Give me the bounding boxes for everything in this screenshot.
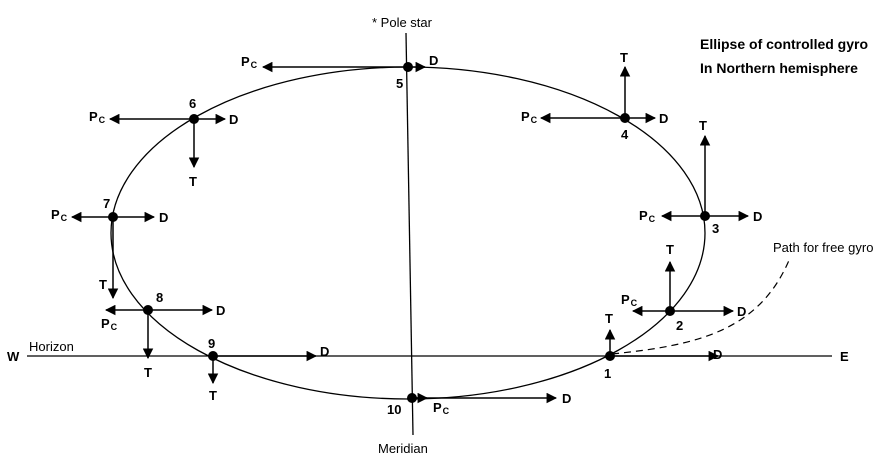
- point-9: 9 T D: [207, 336, 329, 403]
- point-5-d-label: D: [429, 53, 438, 68]
- point-5-number: 5: [396, 76, 403, 91]
- point-3-d-label: D: [753, 209, 762, 224]
- point-5-dot: [403, 62, 413, 72]
- free-gyro-path: [611, 257, 791, 355]
- point-9-dot: [208, 351, 218, 361]
- point-5-pc-label: PC: [241, 54, 258, 70]
- point-8-dot: [143, 305, 153, 315]
- point-6-pc-label: PC: [89, 109, 106, 125]
- point-3-number: 3: [712, 221, 719, 236]
- point-1-number: 1: [604, 366, 611, 381]
- point-2: 2 T D PC: [621, 242, 746, 333]
- point-10-number: 10: [387, 402, 401, 417]
- point-8-number: 8: [156, 290, 163, 305]
- point-2-dot: [665, 306, 675, 316]
- point-4-pc-label: PC: [521, 109, 538, 125]
- pole-star-label: * Pole star: [372, 15, 433, 30]
- point-7-t-label: T: [99, 277, 107, 292]
- point-10-pc-label: PC: [433, 400, 450, 416]
- point-7-number: 7: [103, 196, 110, 211]
- point-8-d-label: D: [216, 303, 225, 318]
- point-4-number: 4: [621, 127, 629, 142]
- point-6-number: 6: [189, 96, 196, 111]
- point-10-d-label: D: [562, 391, 571, 406]
- point-1-d-label: D: [713, 347, 722, 362]
- point-3-pc-label: PC: [639, 208, 656, 224]
- point-1-t-label: T: [605, 311, 613, 326]
- point-4-dot: [620, 113, 630, 123]
- point-3: 3 T D PC: [639, 118, 762, 236]
- free-gyro-label: Path for free gyro: [773, 240, 873, 255]
- point-8-t-label: T: [144, 365, 152, 380]
- point-3-t-label: T: [699, 118, 707, 133]
- point-7: 7 T D PC: [51, 196, 168, 300]
- point-5: 5 D PC: [241, 53, 438, 91]
- point-9-d-label: D: [320, 344, 329, 359]
- point-2-t-label: T: [666, 242, 674, 257]
- point-8-pc-label: PC: [101, 316, 118, 332]
- east-label: E: [840, 349, 849, 364]
- point-7-pc-label: PC: [51, 207, 68, 223]
- point-4-t-label: T: [620, 50, 628, 65]
- point-1: 1 T D: [604, 311, 722, 381]
- meridian-line: [405, 32, 414, 436]
- point-6-t-label: T: [189, 174, 197, 189]
- point-1-dot: [605, 351, 615, 361]
- point-6-d-label: D: [229, 112, 238, 127]
- point-8: 8 T D PC: [101, 290, 225, 380]
- point-9-t-label: T: [209, 388, 217, 403]
- point-10: 10 D PC: [387, 391, 571, 417]
- point-3-dot: [700, 211, 710, 221]
- point-4-d-label: D: [659, 111, 668, 126]
- title-line-2: In Northern hemisphere: [700, 60, 858, 76]
- west-label: W: [7, 349, 20, 364]
- point-6-dot: [189, 114, 199, 124]
- point-7-d-label: D: [159, 210, 168, 225]
- point-7-dot: [108, 212, 118, 222]
- point-4: 4 T D PC: [521, 50, 668, 142]
- point-10-dot: [407, 393, 417, 403]
- title-line-1: Ellipse of controlled gyro: [700, 36, 868, 52]
- point-6: 6 T D PC: [89, 96, 238, 189]
- point-2-number: 2: [676, 318, 683, 333]
- point-9-number: 9: [208, 336, 215, 351]
- meridian-label: Meridian: [378, 441, 428, 456]
- point-2-pc-label: PC: [621, 292, 638, 308]
- horizon-label: Horizon: [29, 339, 74, 354]
- point-2-d-label: D: [737, 304, 746, 319]
